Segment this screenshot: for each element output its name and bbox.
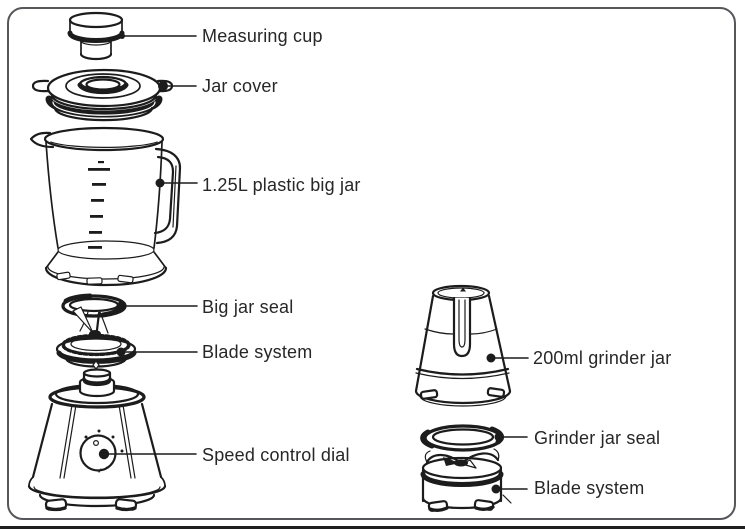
- leader-lines: [106, 33, 529, 494]
- measuring-cup-drawing: [67, 11, 125, 61]
- big-jar-drawing: [29, 126, 182, 287]
- motor-base-drawing: [27, 368, 167, 512]
- label-speed-control-dial: Speed control dial: [202, 445, 350, 465]
- jar-blade-system-drawing: [55, 306, 137, 370]
- grinder-jar-seal-drawing: [420, 424, 504, 452]
- label-grinder-jar-seal: Grinder jar seal: [534, 428, 661, 448]
- label-big-jar-seal: Big jar seal: [202, 297, 294, 317]
- label-grinder-blade-system: Blade system: [534, 478, 645, 498]
- label-grinder-jar: 200ml grinder jar: [533, 348, 672, 368]
- grinder-blade-system-drawing: [420, 448, 512, 512]
- grinder-jar-drawing: [414, 284, 512, 407]
- page-bottom-rule: [0, 526, 745, 529]
- big-jar-seal-drawing: [61, 293, 127, 318]
- speed-dial-drawing: [79, 429, 124, 473]
- label-jar-cover: Jar cover: [202, 76, 278, 96]
- diagram-border: [7, 7, 736, 520]
- label-big-jar: 1.25L plastic big jar: [202, 175, 361, 195]
- label-jar-blade-system: Blade system: [202, 342, 313, 362]
- jar-cover-drawing: [31, 68, 174, 122]
- label-measuring-cup: Measuring cup: [202, 26, 323, 46]
